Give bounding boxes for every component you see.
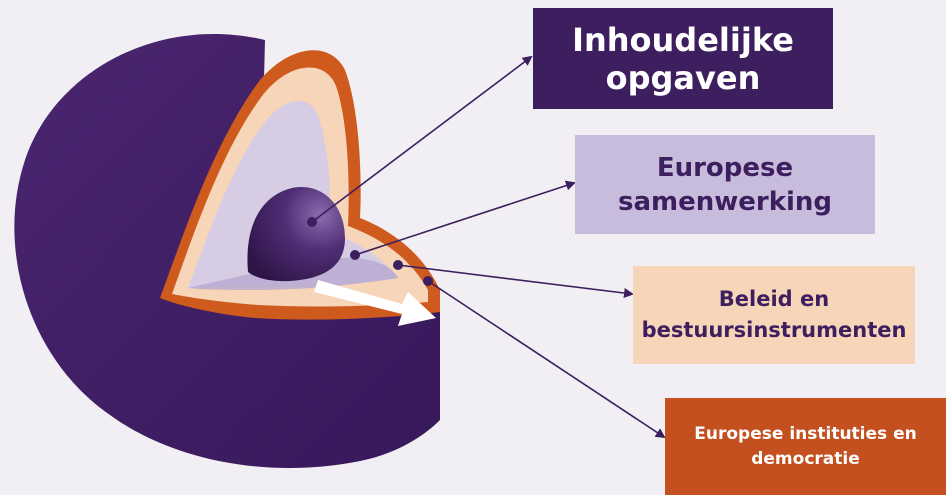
label-samenwerking-line2: samenwerking — [618, 185, 832, 219]
dot-lavender — [350, 250, 360, 260]
label-beleid-line1: Beleid en — [642, 284, 907, 315]
dot-peach — [393, 260, 403, 270]
dot-core — [307, 217, 317, 227]
label-instituties-line2: democratie — [694, 447, 916, 472]
label-beleid-bestuursinstrumenten: Beleid en bestuursinstrumenten — [633, 266, 915, 364]
connector-instituties — [428, 281, 664, 437]
label-inhoudelijke-line2: opgaven — [572, 59, 794, 97]
label-beleid-line2: bestuursinstrumenten — [642, 315, 907, 346]
label-inhoudelijke-line1: Inhoudelijke — [572, 21, 794, 59]
label-inhoudelijke-opgaven: Inhoudelijke opgaven — [533, 8, 833, 109]
label-europese-samenwerking: Europese samenwerking — [575, 135, 875, 234]
label-europese-instituties: Europese instituties en democratie — [665, 398, 946, 495]
connector-samenwerking — [355, 183, 574, 255]
label-samenwerking-line1: Europese — [618, 151, 832, 185]
dot-orange — [423, 276, 433, 286]
label-instituties-line1: Europese instituties en — [694, 422, 916, 447]
